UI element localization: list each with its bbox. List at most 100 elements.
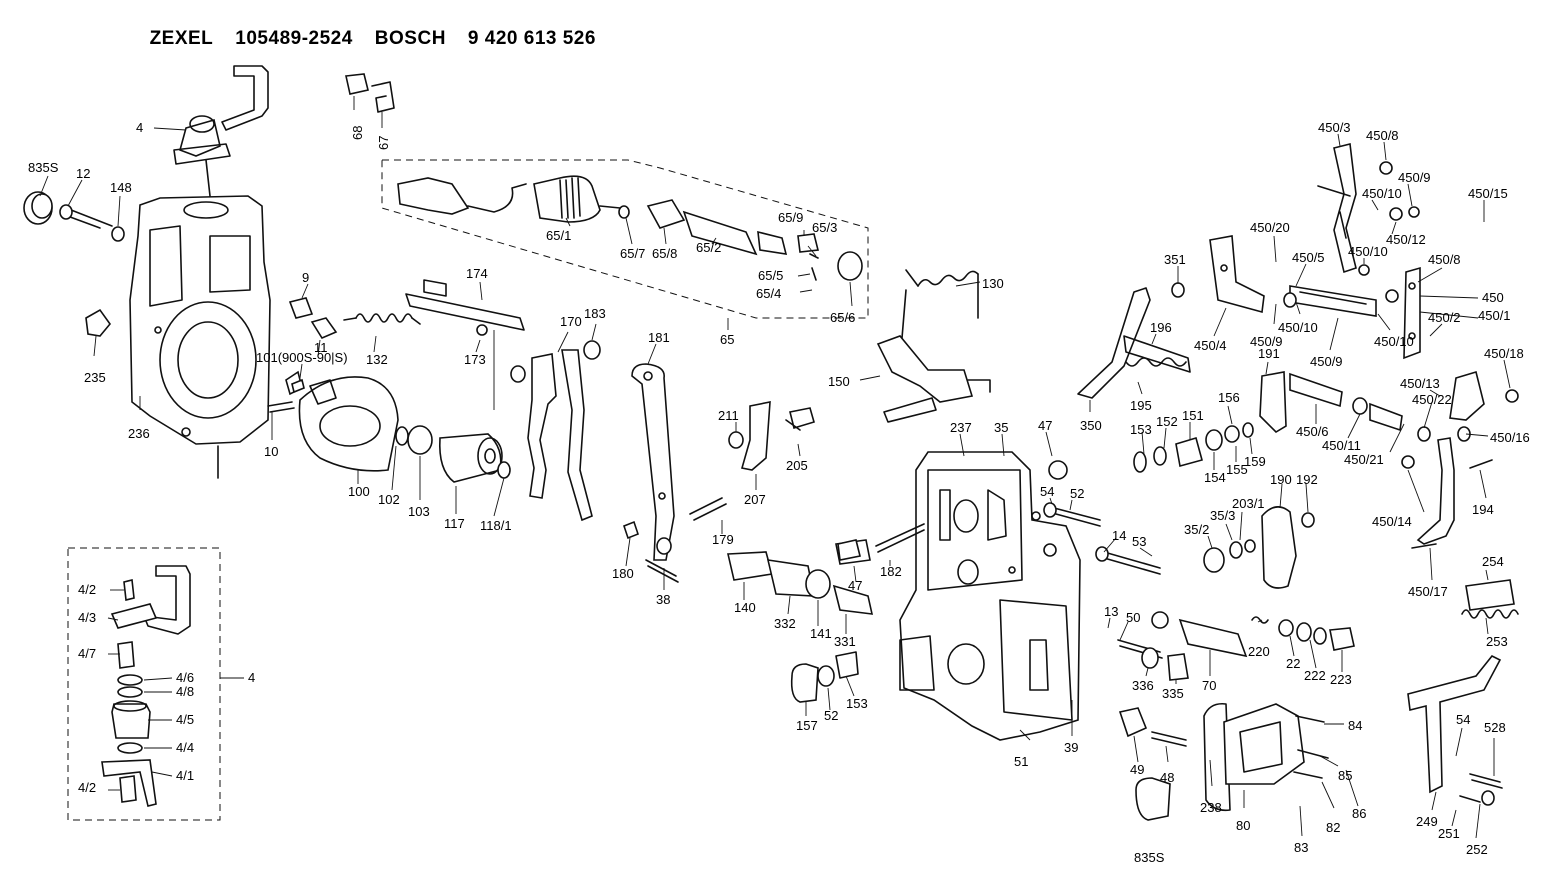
label-117: 117 xyxy=(444,516,465,531)
label-350: 350 xyxy=(1080,418,1102,433)
label-35: 35 xyxy=(994,420,1008,435)
label-70: 70 xyxy=(1202,678,1216,693)
label-191: 191 xyxy=(1258,346,1280,361)
label-4-2a: 4/2 xyxy=(78,582,96,597)
label-450-9a: 450/9 xyxy=(1398,170,1431,185)
label-65-9: 65/9 xyxy=(778,210,803,225)
label-4-4: 4/4 xyxy=(176,740,194,755)
label-155: 155 xyxy=(1226,462,1248,477)
label-47a: 47 xyxy=(848,578,862,593)
bracket-350 xyxy=(1077,282,1191,399)
spring-130 xyxy=(905,269,979,319)
cam-190 xyxy=(1203,506,1315,589)
bracket-207 xyxy=(728,401,815,471)
label-170: 170 xyxy=(560,314,582,329)
label-450-15: 450/15 xyxy=(1468,186,1508,201)
label-68: 68 xyxy=(350,126,365,140)
label-52b: 52 xyxy=(1070,486,1084,501)
label-194: 194 xyxy=(1472,502,1494,517)
label-65-6: 65/6 xyxy=(830,310,855,325)
label-450-9b: 450/9 xyxy=(1250,334,1283,349)
label-4-2b: 4/2 xyxy=(78,780,96,795)
label-450-6: 450/6 xyxy=(1296,424,1329,439)
label-254: 254 xyxy=(1482,554,1504,569)
label-4-6: 4/6 xyxy=(176,670,194,685)
label-450-17: 450/17 xyxy=(1408,584,1448,599)
label-86: 86 xyxy=(1352,806,1366,821)
screw-70 xyxy=(1117,611,1248,659)
label-11: 11 xyxy=(314,340,328,355)
label-450-22: 450/22 xyxy=(1412,392,1452,407)
label-450-12: 450/12 xyxy=(1386,232,1426,247)
part-235 xyxy=(85,308,112,337)
label-4-8: 4/8 xyxy=(176,684,194,699)
label-203-1: 203/1 xyxy=(1232,496,1265,511)
label-835s-a: 835S xyxy=(28,160,59,175)
lever-150 xyxy=(876,289,991,423)
label-152: 152 xyxy=(1156,414,1178,429)
label-65-4: 65/4 xyxy=(756,286,781,301)
label-150: 150 xyxy=(828,374,850,389)
label-450-3: 450/3 xyxy=(1318,120,1351,135)
lever-170 xyxy=(510,340,601,522)
lever-450-14 xyxy=(1401,370,1519,549)
zexel-part-number: 105489-2524 xyxy=(235,28,353,49)
label-251: 251 xyxy=(1438,826,1460,841)
label-82: 82 xyxy=(1326,820,1340,835)
label-450-21: 450/21 xyxy=(1344,452,1384,467)
plug-335 xyxy=(1141,647,1189,681)
label-351: 351 xyxy=(1164,252,1186,267)
leader-lines xyxy=(39,96,1511,839)
stop-lever-4 xyxy=(173,65,269,197)
label-336: 336 xyxy=(1132,678,1154,693)
label-65-3: 65/3 xyxy=(812,220,837,235)
label-22: 22 xyxy=(1286,656,1300,671)
plug-49 xyxy=(1118,707,1187,821)
label-252: 252 xyxy=(1466,842,1488,857)
label-335: 335 xyxy=(1162,686,1184,701)
label-450-14: 450/14 xyxy=(1372,514,1412,529)
label-65-5: 65/5 xyxy=(758,268,783,283)
label-47b: 47 xyxy=(1038,418,1052,433)
label-236: 236 xyxy=(128,426,150,441)
label-39: 39 xyxy=(1064,740,1078,755)
label-450-18: 450/18 xyxy=(1484,346,1524,361)
label-450-9c: 450/9 xyxy=(1310,354,1343,369)
label-220: 220 xyxy=(1248,644,1270,659)
label-10: 10 xyxy=(264,444,278,459)
label-207: 207 xyxy=(744,492,766,507)
label-450-4: 450/4 xyxy=(1194,338,1227,353)
label-54a: 54 xyxy=(1040,484,1054,499)
spring-253-254 xyxy=(1461,579,1519,619)
brand-zexel: ZEXEL xyxy=(149,28,214,49)
label-14: 14 xyxy=(1112,528,1126,543)
bolts-right xyxy=(837,460,1161,575)
label-4-top: 4 xyxy=(136,120,143,135)
part-220-223 xyxy=(1251,616,1355,651)
label-65-2: 65/2 xyxy=(696,240,721,255)
label-4-box: 4 xyxy=(248,670,255,685)
label-195: 195 xyxy=(1130,398,1152,413)
label-51: 51 xyxy=(1014,754,1028,769)
label-141: 141 xyxy=(810,626,832,641)
brand-bosch: BOSCH xyxy=(374,28,446,49)
label-9: 9 xyxy=(302,270,309,285)
label-181: 181 xyxy=(648,330,670,345)
plug-157 xyxy=(790,651,859,703)
label-222: 222 xyxy=(1304,668,1326,683)
label-157: 157 xyxy=(796,718,818,733)
label-450-10c: 450/10 xyxy=(1278,320,1318,335)
lever-450-3 xyxy=(1317,143,1420,276)
label-156: 156 xyxy=(1218,390,1240,405)
label-85: 85 xyxy=(1338,768,1352,783)
label-84: 84 xyxy=(1348,718,1362,733)
label-205: 205 xyxy=(786,458,808,473)
label-52a: 52 xyxy=(824,708,838,723)
governor-housing xyxy=(129,195,271,479)
label-130: 130 xyxy=(982,276,1004,291)
label-153b: 153 xyxy=(1130,422,1152,437)
label-173: 173 xyxy=(464,352,486,367)
label-223: 223 xyxy=(1330,672,1352,687)
label-118-1: 118/1 xyxy=(480,518,512,533)
